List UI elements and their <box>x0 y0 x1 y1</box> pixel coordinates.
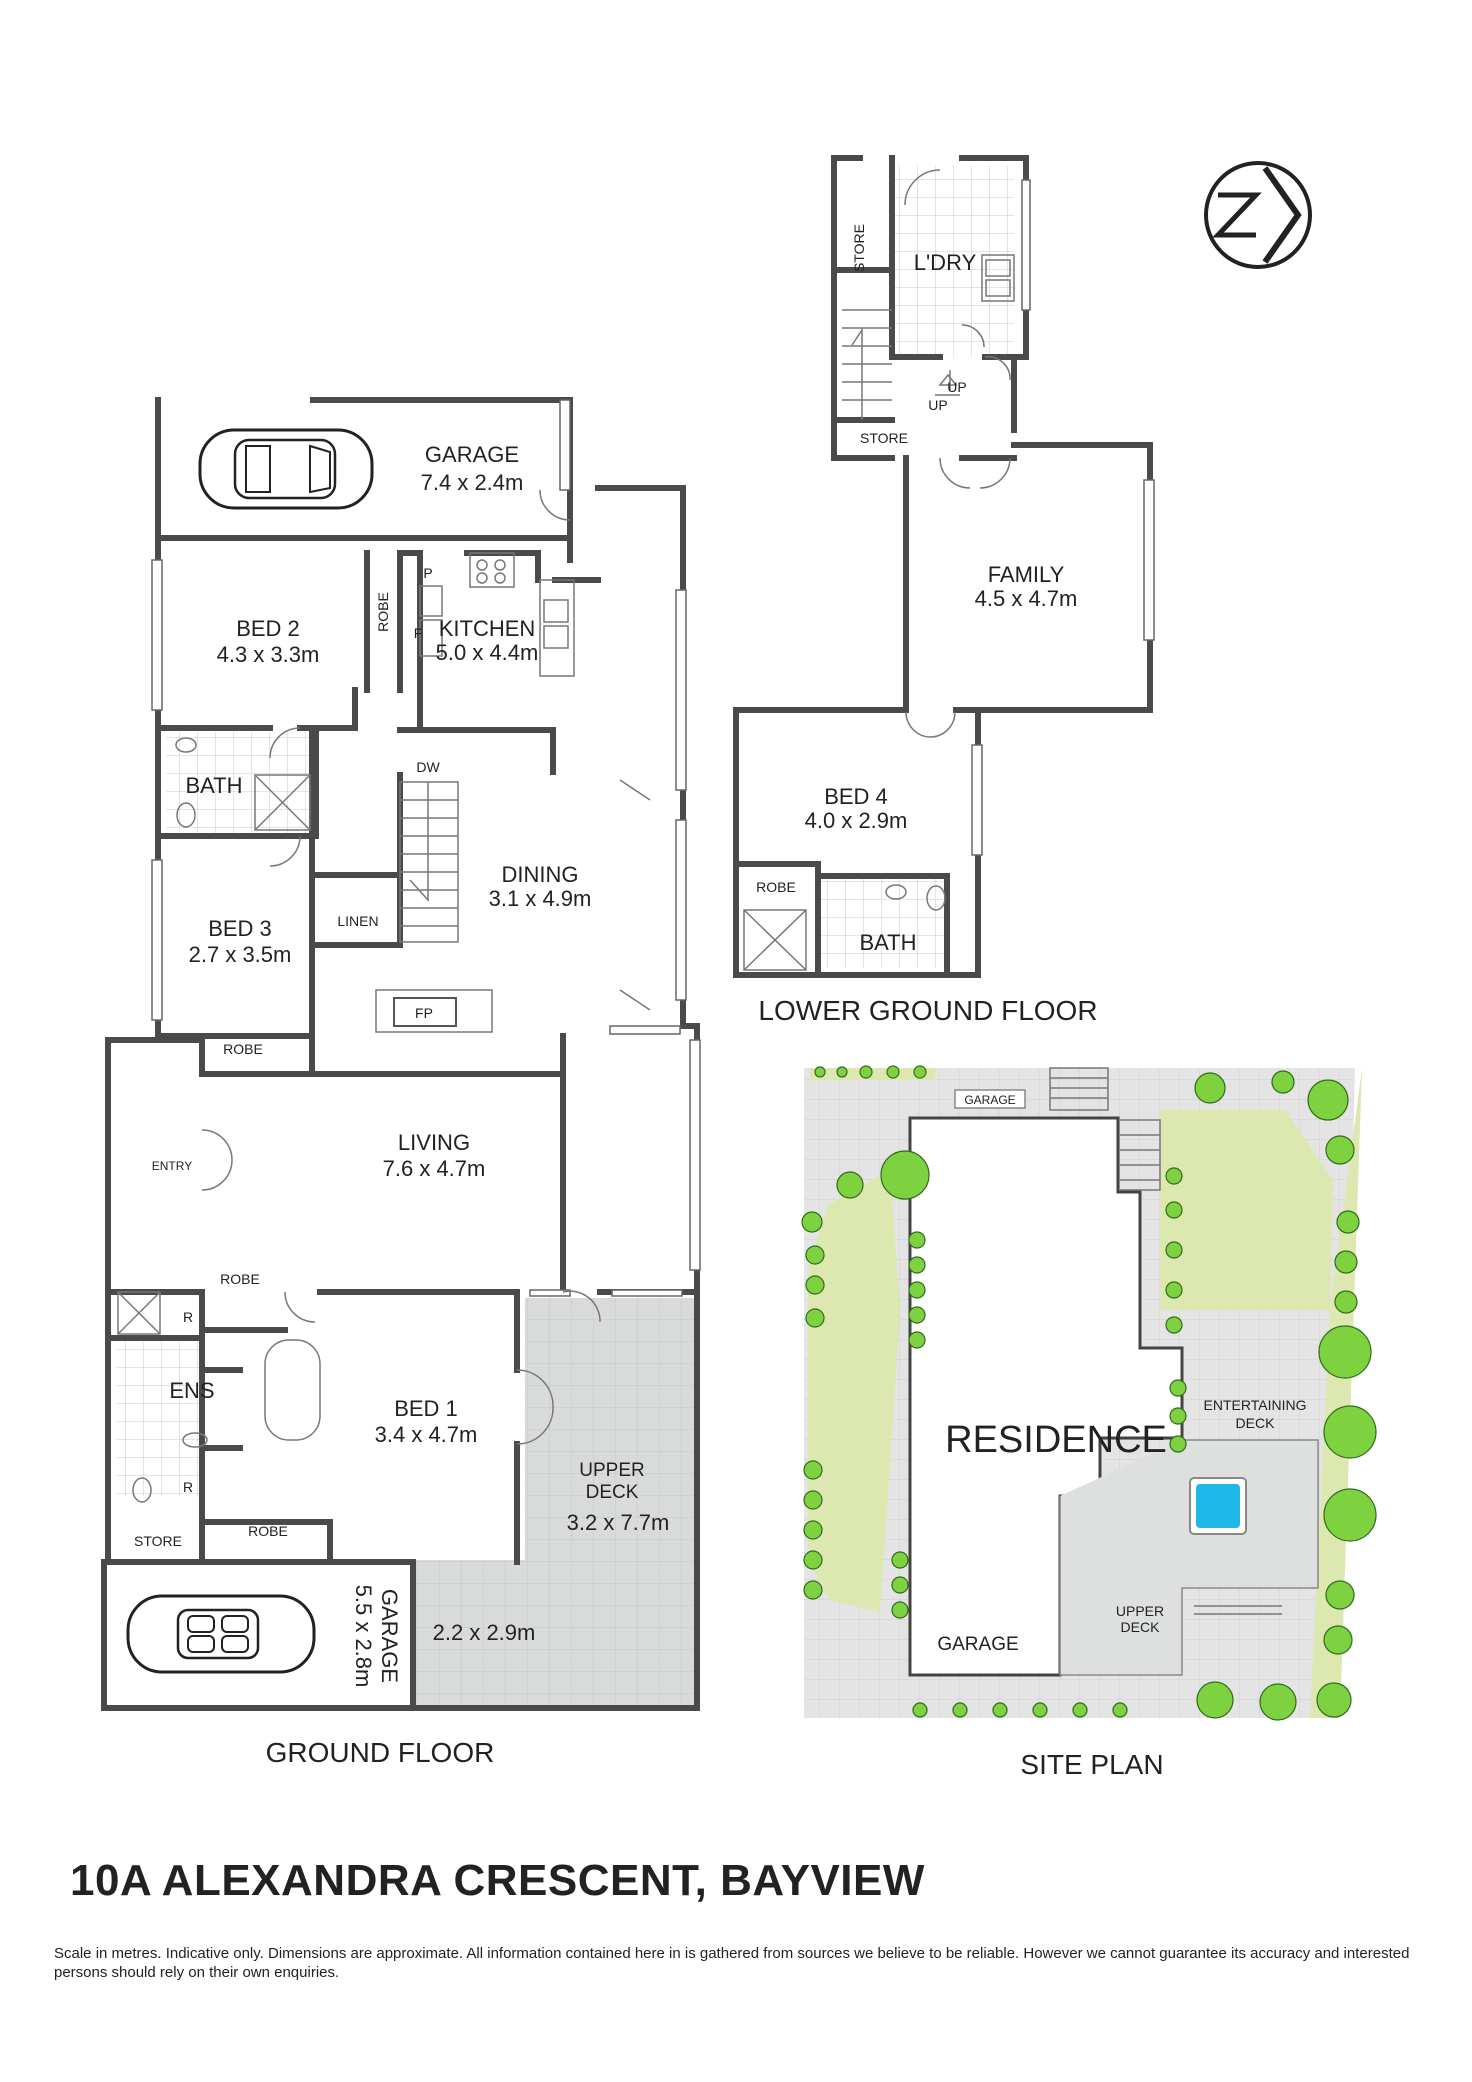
kitchen-dim: 5.0 x 4.4m <box>436 640 539 665</box>
lower-ground-floor-plan: STORE L'DRY UP UP STORE FAMILY 4.5 x 4.7… <box>733 155 1155 1026</box>
lower-ground-floor-title: LOWER GROUND FLOOR <box>758 995 1097 1026</box>
bed2-label: BED 2 <box>236 616 300 641</box>
ground-floor-stairs <box>399 781 459 943</box>
living-label: LIVING <box>398 1130 470 1155</box>
bed1-label: BED 1 <box>394 1396 458 1421</box>
store-lg-top-label: STORE <box>851 224 867 272</box>
ground-floor-plan: GARAGE 7.4 x 2.4m BED 2 4.3 x 3.3m ROBE … <box>101 397 701 1768</box>
robe-bed1-top-label: ROBE <box>220 1271 260 1287</box>
site-plan-title: SITE PLAN <box>1020 1749 1163 1780</box>
store-gf-label: STORE <box>134 1533 182 1549</box>
garage-bottom-dim: 5.5 x 2.8m <box>351 1585 376 1688</box>
up-label-1: UP <box>947 379 966 395</box>
convertible-car-icon <box>126 1594 316 1674</box>
living-dim: 7.6 x 4.7m <box>383 1156 486 1181</box>
garage-bottom-label: GARAGE <box>377 1589 402 1683</box>
bed3-dim: 2.7 x 3.5m <box>189 942 292 967</box>
upper-deck-label-1: UPPER <box>579 1460 644 1481</box>
bed1-dim: 3.4 x 4.7m <box>375 1422 478 1447</box>
r-bottom-label: R <box>183 1479 193 1495</box>
fridge-label: F <box>414 625 423 641</box>
laundry-label: L'DRY <box>914 250 977 275</box>
bed2-dim: 4.3 x 3.3m <box>217 642 320 667</box>
bath-gf-label: BATH <box>185 773 242 798</box>
residence-label: RESIDENCE <box>945 1419 1167 1461</box>
ensuite-label: ENS <box>169 1378 214 1403</box>
upper-deck-dim: 3.2 x 7.7m <box>567 1510 670 1535</box>
kitchen-label: KITCHEN <box>439 616 536 641</box>
garage-top-label: GARAGE <box>425 442 519 467</box>
car-icon <box>198 428 374 510</box>
bed3-label: BED 3 <box>208 916 272 941</box>
entry-label: ENTRY <box>152 1159 192 1173</box>
small-deck-area <box>413 1560 697 1708</box>
entertaining-deck-label-1: ENTERTAINING <box>1204 1397 1307 1413</box>
dw-label: DW <box>416 759 440 775</box>
bath-lg-label: BATH <box>859 930 916 955</box>
site-garage-bottom-label: GARAGE <box>937 1634 1018 1655</box>
up-label-2: UP <box>928 397 947 413</box>
family-label: FAMILY <box>988 562 1065 587</box>
robe-bed1-bottom-label: ROBE <box>248 1523 288 1539</box>
family-dim: 4.5 x 4.7m <box>975 586 1078 611</box>
site-upper-deck-label-1: UPPER <box>1116 1603 1164 1619</box>
robe-bed4-label: ROBE <box>756 879 796 895</box>
site-garage-top-label: GARAGE <box>964 1093 1015 1107</box>
linen-label: LINEN <box>337 913 378 929</box>
r-top-label: R <box>183 1309 193 1325</box>
fireplace-label: FP <box>415 1005 433 1021</box>
small-deck-dim: 2.2 x 2.9m <box>433 1620 536 1645</box>
dining-dim: 3.1 x 4.9m <box>489 886 592 911</box>
dining-label: DINING <box>502 862 579 887</box>
upper-deck-label-2: DECK <box>586 1482 639 1503</box>
bath-tiles <box>166 732 316 836</box>
disclaimer-text: Scale in metres. Indicative only. Dimens… <box>54 1945 1410 1981</box>
robe-bed3-label: ROBE <box>223 1041 263 1057</box>
store-lg-bottom-label: STORE <box>860 430 908 446</box>
ground-floor-title: GROUND FLOOR <box>266 1737 495 1768</box>
bed4-label: BED 4 <box>824 784 888 809</box>
entertaining-deck-label-2: DECK <box>1236 1415 1276 1431</box>
ensuite-tiles <box>116 1338 204 1496</box>
pantry-label: P <box>423 565 432 581</box>
garage-top-dim: 7.4 x 2.4m <box>421 470 524 495</box>
site-plan: GARAGE RESIDENCE ENTERTAINING DECK UPPER… <box>801 1065 1377 1780</box>
site-upper-deck-label-2: DECK <box>1121 1619 1161 1635</box>
bed4-dim: 4.0 x 2.9m <box>805 808 908 833</box>
north-arrow-icon <box>1204 161 1312 269</box>
robe-bed2-label: ROBE <box>375 592 391 632</box>
lower-ground-stairs <box>842 309 960 420</box>
property-address: 10A ALEXANDRA CRESCENT, BAYVIEW <box>70 1856 925 1905</box>
tree-icon <box>801 1065 1377 1721</box>
